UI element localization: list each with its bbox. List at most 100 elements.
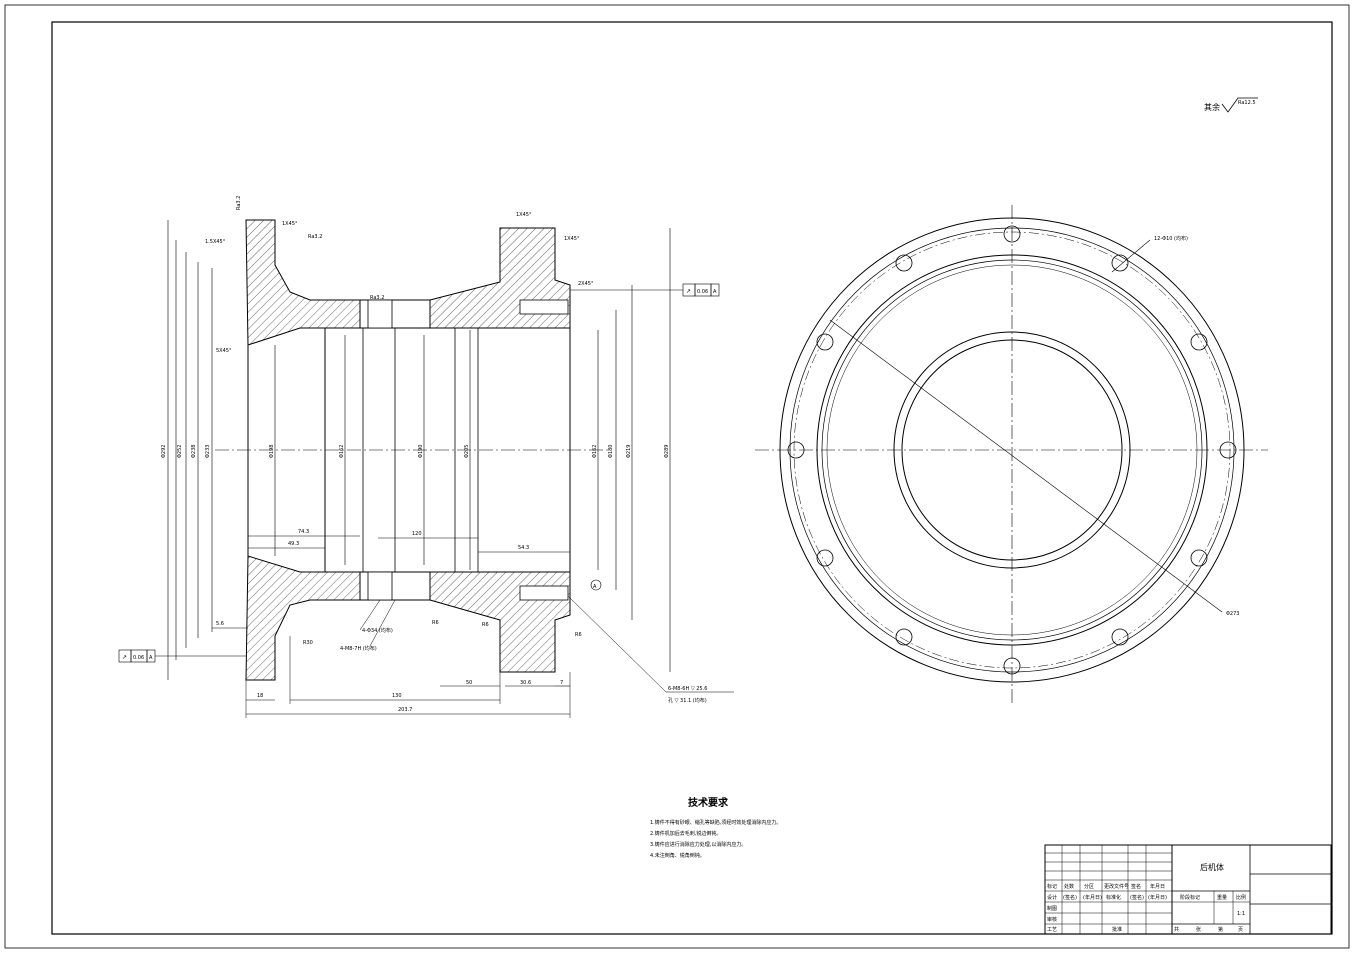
chamfer-6: 2X45°	[578, 281, 594, 287]
tb-design-3: 标准化	[1106, 894, 1121, 901]
upper-body-section	[360, 227, 571, 329]
bolt-hole	[895, 628, 913, 646]
tb-header-5: 年月日	[1150, 883, 1165, 890]
surface-note-label: 其余	[1204, 102, 1220, 112]
callout-r30: R30	[303, 640, 313, 646]
dia-190: Φ190	[418, 445, 424, 458]
tech-item-2: 2.铸件机加后去毛刺,锐边倒钝。	[650, 830, 721, 837]
len-18: 18	[257, 693, 263, 699]
chamfer-2: 1.5X45°	[205, 239, 226, 245]
tb-stage: 阶段标记	[1180, 894, 1200, 901]
tech-title: 技术要求	[688, 796, 729, 809]
tech-requirements: 技术要求 1.铸件不得有砂眼、缩孔等缺陷,须经时效处理消除内应力。 2.铸件机加…	[650, 796, 781, 859]
datum-symbol	[590, 579, 602, 591]
callout-r6-1: R6	[432, 620, 439, 626]
dia-252: Φ252	[177, 445, 183, 458]
bolt-hole	[1111, 628, 1129, 646]
len-74-3: 74.3	[298, 529, 309, 535]
radial-hole-top	[367, 299, 393, 329]
title-block-text: 后机体 标记 处数 分区 更改文件号 签名 年月日 设计 (签名) (年月日) …	[1047, 862, 1246, 933]
tb-header-2: 分区	[1084, 883, 1094, 890]
tb-scale-value: 1:1	[1237, 911, 1245, 917]
diameter-leader	[829, 319, 1223, 613]
roughness-mark-2: Ra3.2	[308, 234, 322, 240]
tb-header-0: 标记	[1047, 883, 1057, 890]
bolt-hole	[1190, 549, 1208, 567]
tb-process: 工艺	[1047, 927, 1057, 933]
tb-header-3: 更改文件号	[1104, 883, 1129, 890]
datum-label: A	[593, 584, 597, 590]
outer-border	[4, 4, 1350, 949]
tb-draw: 制图	[1047, 905, 1057, 912]
tech-item-4: 4.未注倒角、锐角倒钝。	[650, 852, 705, 859]
tolerance-value: 0.06	[697, 289, 708, 295]
len-50: 50	[466, 680, 472, 686]
chamfer-5: 1X45°	[564, 236, 580, 242]
bore-inner	[901, 339, 1123, 561]
roughness-mark-1: Ra3.2	[236, 196, 242, 210]
len-7: 7	[560, 680, 563, 686]
hole-leader	[1111, 239, 1151, 273]
dia-198: Φ198	[269, 445, 275, 458]
upper-flange-section	[245, 219, 361, 346]
surface-note-roughness: Ra12.5	[1238, 100, 1256, 106]
len-54-3: 54.3	[518, 545, 529, 551]
chamfer-1: 1X45°	[282, 221, 298, 227]
tb-header-1: 处数	[1064, 883, 1074, 890]
len-120: 120	[412, 531, 422, 537]
callout-r6-3: R6	[575, 632, 582, 638]
bolt-hole	[1003, 657, 1021, 675]
thread-hole-bottom	[519, 585, 569, 601]
dia-205: Φ205	[464, 445, 470, 458]
flange-outer	[779, 217, 1245, 683]
tb-header-4: 签名	[1131, 883, 1141, 890]
dia-162a: Φ162	[339, 445, 345, 458]
dia-162b: Φ162	[592, 445, 598, 458]
chamfer-3: 5X45°	[216, 348, 232, 354]
len-203-7: 203.7	[398, 707, 412, 713]
tb-sheet-label: 张	[1196, 926, 1201, 933]
dia-292: Φ292	[161, 445, 167, 458]
lower-flange-section	[245, 555, 361, 681]
tb-approve: 批准	[1112, 926, 1122, 933]
body-inner	[826, 264, 1198, 636]
runout-icon: ↗	[122, 654, 127, 661]
tb-design-2: (年月日)	[1083, 894, 1102, 901]
tech-item-1: 1.铸件不得有砂眼、缩孔等缺陷,须经时效处理消除内应力。	[650, 819, 781, 826]
tb-design-5: (年月日)	[1148, 894, 1167, 901]
roughness-icon	[1221, 97, 1258, 113]
tb-design-0: 设计	[1047, 894, 1057, 901]
len-49-3: 49.3	[288, 541, 299, 547]
inner-border	[51, 21, 1333, 935]
bore-outer	[893, 331, 1131, 569]
front-view: Φ273 12-Φ10 (均布)	[755, 205, 1268, 705]
callout-bolt-holes: 6-M8-6H ▽ 25.6	[668, 686, 707, 692]
tolerance-datum: A	[149, 655, 153, 661]
tb-page-label: 第	[1218, 926, 1223, 933]
body-outer	[816, 254, 1208, 646]
dia-180: Φ180	[608, 445, 614, 458]
bolt-hole	[1190, 333, 1208, 351]
flange-ring	[789, 227, 1235, 673]
tolerance-value: 0.06	[133, 655, 144, 661]
dia-233: Φ233	[205, 445, 211, 458]
tech-item-3: 3.铸件应进行消除应力处理,以消除内应力。	[650, 841, 746, 848]
callout-diameter: Φ273	[1226, 611, 1239, 617]
bolt-hole	[816, 333, 834, 351]
chamfer-4: 1X45°	[516, 212, 532, 218]
radial-hole-bottom	[367, 571, 393, 601]
section-view: Φ292 Φ252 Φ238 Φ233 Φ198 Φ162 Φ190 Φ205 …	[118, 196, 734, 718]
bolt-hole	[1003, 225, 1021, 243]
tb-design-1: (签名)	[1063, 894, 1077, 901]
dia-238: Φ238	[191, 445, 197, 458]
surface-note: 其余 Ra12.5	[1204, 97, 1258, 113]
bolt-hole	[1111, 254, 1129, 272]
len-5-6: 5.6	[216, 621, 224, 627]
callout-holes-bottom2: 4-M8-7H (均布)	[340, 645, 377, 652]
roughness-mark-3: Ra3.2	[370, 295, 384, 301]
runout-icon: ↗	[686, 288, 691, 295]
len-30-6: 30.6	[520, 680, 531, 686]
bolt-hole	[1219, 441, 1237, 459]
tolerance-datum: A	[713, 289, 717, 295]
